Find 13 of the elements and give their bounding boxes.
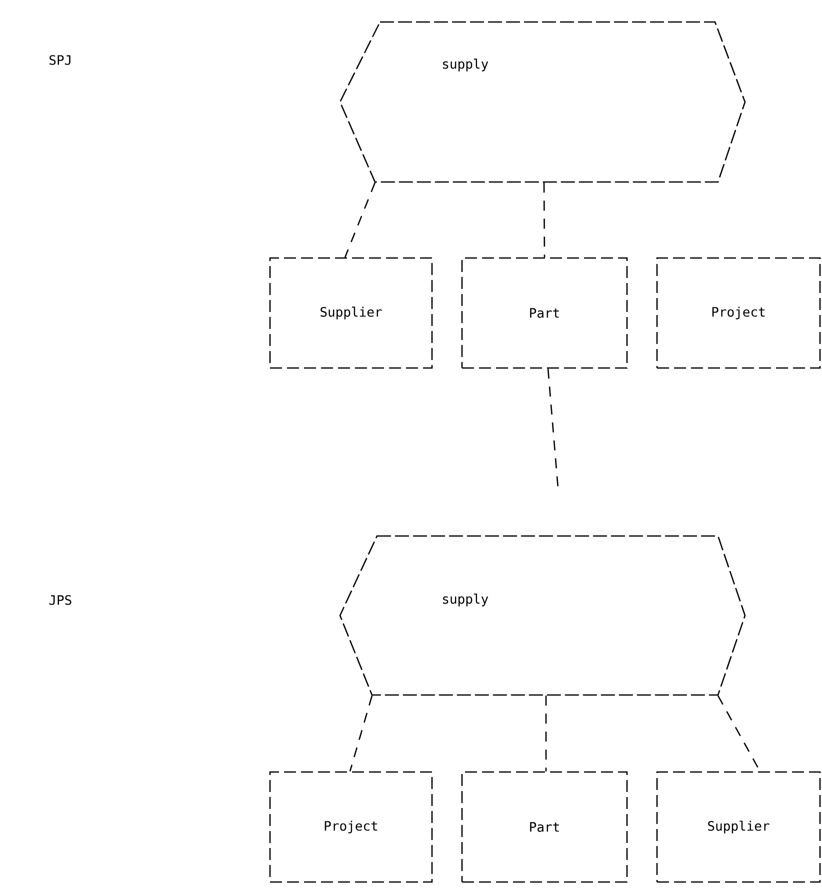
entity-box: Project [656,257,821,369]
connector-line [543,182,546,258]
connector-line [344,182,376,258]
connector-line [545,696,547,772]
diagram-label: SPJ [50,55,70,65]
connector-line [547,368,559,488]
connector-line [349,695,373,772]
entity-box: Part [461,771,628,883]
diagram-label: JPS [49,595,72,605]
entity-box: Supplier [269,257,433,369]
entity-box: Part [461,257,628,369]
entity-box: Supplier [656,771,821,883]
entity-box: Project [269,771,433,883]
